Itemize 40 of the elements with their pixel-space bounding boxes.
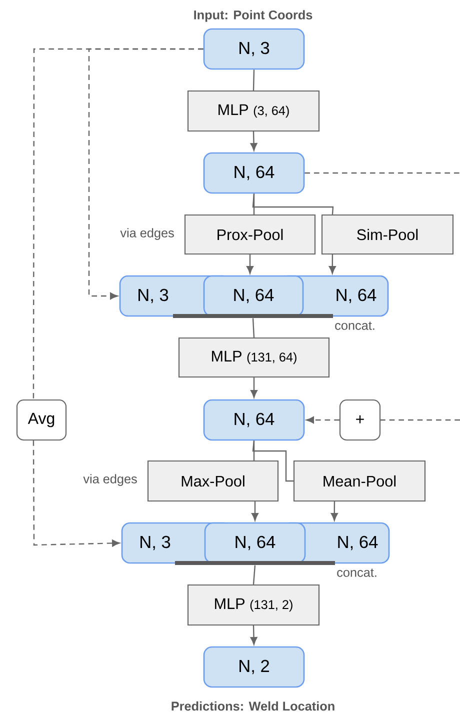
- data-box: N, 64: [203, 275, 304, 317]
- dashed-line: [32, 48, 204, 400]
- data-box: N, 64: [203, 399, 305, 441]
- connector-line: [252, 70, 255, 90]
- arrow: [252, 502, 258, 521]
- arrow: [250, 378, 258, 398]
- operator-box: +: [339, 399, 381, 441]
- layer-box: Mean-Pool: [293, 460, 426, 502]
- data-box: N, 64: [203, 152, 305, 194]
- arrow: [330, 502, 338, 521]
- layer-box: Sim-Pool: [321, 214, 454, 255]
- dashed-line: [304, 172, 460, 174]
- concat-bar: [175, 561, 335, 565]
- note-text: via edges: [120, 228, 174, 240]
- layer-box: MLP (131, 2): [187, 584, 320, 626]
- operator-box: Avg: [16, 399, 67, 441]
- caption-text: Predictions: Weld Location: [172, 701, 334, 711]
- data-box: N, 64: [204, 522, 306, 564]
- layer-box: Prox-Pool: [184, 214, 316, 255]
- connector-line: [252, 194, 334, 215]
- arrow: [328, 254, 336, 274]
- dashed-line: [380, 419, 460, 421]
- caption-text: Input: Point Coords: [194, 10, 312, 22]
- arrow: [250, 626, 258, 645]
- data-box: N, 3: [203, 28, 305, 70]
- dashed-arrow: [306, 416, 340, 424]
- concat-label: concat.: [337, 568, 376, 577]
- arrow: [250, 132, 258, 151]
- layer-box: Max-Pool: [147, 460, 279, 502]
- connector-line: [252, 318, 255, 338]
- note-text: via edges: [83, 474, 137, 486]
- layer-box: MLP (3, 64): [187, 90, 320, 132]
- connector-line: [252, 565, 256, 585]
- connector-line: [252, 440, 294, 482]
- dashed-arrow: [32, 440, 120, 547]
- concat-bar: [173, 314, 333, 318]
- concat-label: concat.: [335, 322, 374, 330]
- layer-box: MLP (131, 64): [178, 337, 330, 378]
- arrow: [246, 254, 254, 274]
- data-box: N, 2: [203, 646, 305, 688]
